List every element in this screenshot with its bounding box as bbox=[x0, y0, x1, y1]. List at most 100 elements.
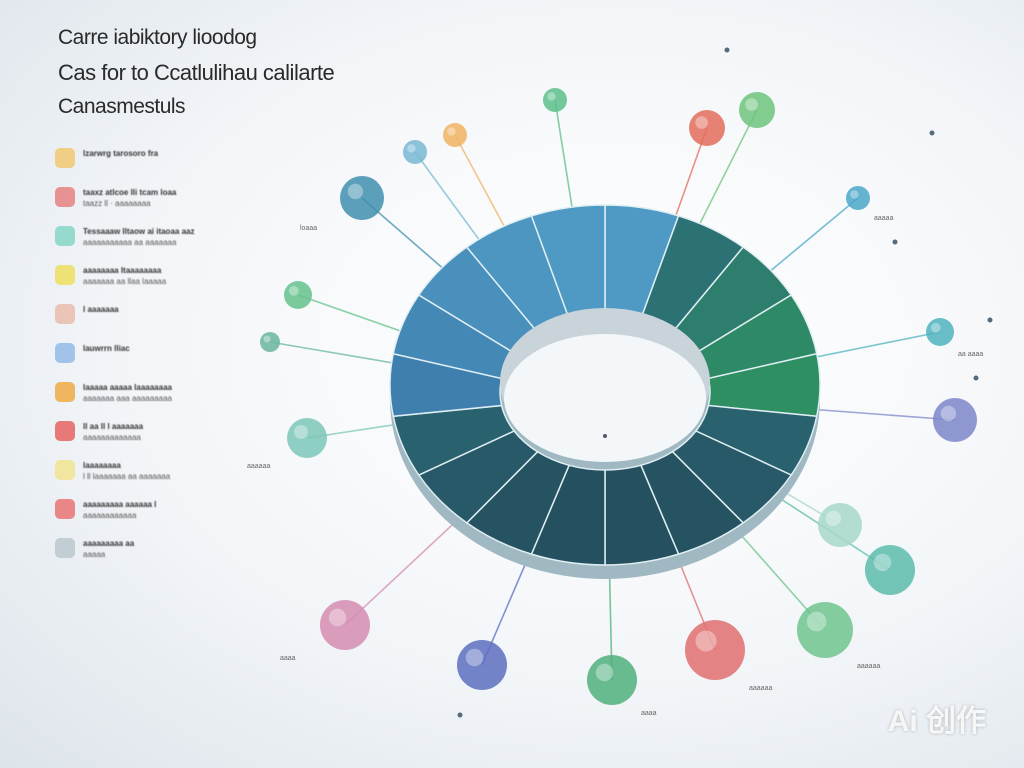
legend-sublabel: aaaaaaaaaaa aa aaaaaaa bbox=[83, 238, 177, 247]
legend-text: lzarwrg tarosoro fra bbox=[83, 148, 158, 159]
legend-icon bbox=[55, 460, 75, 480]
legend-label: taaxz atlcoe lli tcam loaa bbox=[83, 188, 177, 197]
endpoint-dot bbox=[724, 47, 730, 53]
legend-label: aaaaaaaa ltaaaaaaaa bbox=[83, 266, 162, 275]
endpoint-dot bbox=[929, 130, 935, 136]
legend-icon bbox=[55, 148, 75, 168]
legend-sublabel: aaaaaaa aaa aaaaaaaaa bbox=[83, 394, 172, 403]
legend-label: laaaaa aaaaa laaaaaaaa bbox=[83, 383, 172, 392]
legend-icon bbox=[55, 304, 75, 324]
node-icon bbox=[407, 144, 416, 153]
node-icon bbox=[745, 98, 758, 111]
node-circle bbox=[739, 92, 775, 128]
legend-text: aaaaaaaa ltaaaaaaaa aaaaaaa aa llaa laaaa… bbox=[83, 265, 166, 287]
legend-icon bbox=[55, 265, 75, 285]
node-label: aaaaaa bbox=[749, 685, 772, 692]
node-circle bbox=[260, 332, 280, 352]
legend-label: lauwrrn lliac bbox=[83, 344, 130, 353]
node-circle bbox=[797, 602, 853, 658]
legend-text: ll aa ll l aaaaaaa aaaaaaaaaaaaa bbox=[83, 421, 143, 443]
ring-hole bbox=[504, 334, 706, 462]
node-icon bbox=[873, 553, 892, 572]
node-circle bbox=[926, 318, 954, 346]
endpoint-dot bbox=[892, 239, 898, 245]
node-label: aaaaaa bbox=[247, 463, 270, 470]
legend-item: ll aa ll l aaaaaaa aaaaaaaaaaaaa bbox=[55, 421, 245, 447]
node-icon bbox=[825, 510, 842, 527]
legend-sublabel: aaaaaaaaaaaa bbox=[83, 511, 137, 520]
node-circle bbox=[818, 503, 862, 547]
legend-label: l aaaaaaa bbox=[83, 305, 119, 314]
legend-item: laaaaa aaaaa laaaaaaaa aaaaaaa aaa aaaaaa… bbox=[55, 382, 245, 408]
node-circle bbox=[685, 620, 745, 680]
node-circle bbox=[543, 88, 567, 112]
node-circle bbox=[287, 418, 327, 458]
node-icon bbox=[465, 648, 484, 667]
legend-icon bbox=[55, 499, 75, 519]
node-circle bbox=[340, 176, 384, 220]
legend-text: laaaaa aaaaa laaaaaaaa aaaaaaa aaa aaaaaa… bbox=[83, 382, 172, 404]
legend-icon bbox=[55, 226, 75, 246]
legend-sublabel: aaaaaaaaaaaaa bbox=[83, 433, 141, 442]
node-icon bbox=[930, 322, 941, 333]
title-line-1: Carre iabiktory lioodog bbox=[58, 26, 257, 49]
legend-icon bbox=[55, 421, 75, 441]
node-icon bbox=[595, 663, 614, 682]
node-circle bbox=[403, 140, 427, 164]
node-circle bbox=[443, 123, 467, 147]
node-circle bbox=[284, 281, 312, 309]
legend-icon bbox=[55, 382, 75, 402]
node-icon bbox=[294, 425, 308, 439]
legend-text: Tessaaaw lltaow ai itaoaa aaz aaaaaaaaaaa… bbox=[83, 226, 194, 248]
legend-sublabel: l ll laaaaaaa aa aaaaaaa bbox=[83, 472, 171, 481]
node-icon bbox=[940, 405, 957, 422]
legend-item: laaaaaaaa l ll laaaaaaa aa aaaaaaa bbox=[55, 460, 245, 486]
legend-label: aaaaaaaaa aa bbox=[83, 539, 135, 548]
node-icon bbox=[347, 183, 364, 200]
node-icon bbox=[850, 190, 859, 199]
legend-text: l aaaaaaa bbox=[83, 304, 119, 315]
legend-icon bbox=[55, 187, 75, 207]
node-icon bbox=[695, 116, 708, 129]
node-circle bbox=[587, 655, 637, 705]
legend-item: aaaaaaaa ltaaaaaaaa aaaaaaa aa llaa laaaa… bbox=[55, 265, 245, 291]
node-icon bbox=[695, 630, 717, 652]
legend-label: aaaaaaaaa aaaaaa l bbox=[83, 500, 157, 509]
legend-item: lauwrrn lliac bbox=[55, 343, 245, 369]
node-icon bbox=[263, 335, 271, 343]
node-icon bbox=[806, 611, 827, 632]
legend-label: lzarwrg tarosoro fra bbox=[83, 149, 159, 158]
legend-text: lauwrrn lliac bbox=[83, 343, 130, 354]
endpoint-dot bbox=[457, 712, 463, 718]
legend-text: laaaaaaaa l ll laaaaaaa aa aaaaaaa bbox=[83, 460, 170, 482]
legend-item: lzarwrg tarosoro fra bbox=[55, 148, 245, 174]
node-label: aa aaaa bbox=[958, 351, 983, 358]
legend-sublabel: aaaaaaa aa llaa laaaaa bbox=[83, 277, 167, 286]
title-line-3: Canasmestuls bbox=[58, 95, 186, 118]
legend-text: aaaaaaaaa aa aaaaa bbox=[83, 538, 134, 560]
legend-item: aaaaaaaaa aa aaaaa bbox=[55, 538, 245, 564]
legend-label: Tessaaaw lltaow ai itaoaa aaz bbox=[83, 227, 195, 236]
legend-icon bbox=[55, 343, 75, 363]
node-icon bbox=[547, 92, 556, 101]
node-label: loaaa bbox=[300, 225, 317, 232]
node-label: aaaaaa bbox=[857, 663, 880, 670]
node-circle bbox=[320, 600, 370, 650]
legend-label: ll aa ll l aaaaaaa bbox=[83, 422, 144, 431]
legend-item: aaaaaaaaa aaaaaa l aaaaaaaaaaaa bbox=[55, 499, 245, 525]
node-circle bbox=[933, 398, 977, 442]
node-circle bbox=[689, 110, 725, 146]
endpoint-dot bbox=[973, 375, 979, 381]
legend-item: Tessaaaw lltaow ai itaoaa aaz aaaaaaaaaaa… bbox=[55, 226, 245, 252]
legend-label: laaaaaaaa bbox=[83, 461, 121, 470]
node-circle bbox=[457, 640, 507, 690]
endpoint-dot bbox=[987, 317, 993, 323]
legend-sublabel: aaaaa bbox=[83, 550, 106, 559]
center-dot bbox=[603, 434, 607, 438]
node-circle bbox=[846, 186, 870, 210]
legend-text: aaaaaaaaa aaaaaa l aaaaaaaaaaaa bbox=[83, 499, 156, 521]
node-label: aaaa bbox=[641, 710, 657, 717]
